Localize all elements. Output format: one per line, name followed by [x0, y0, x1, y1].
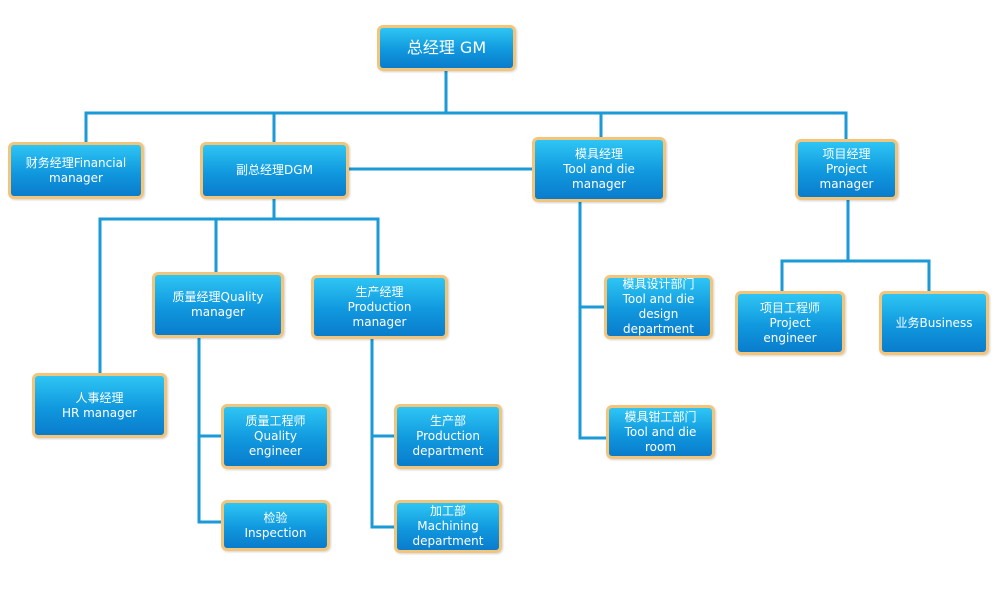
node-business: 业务Business	[879, 291, 989, 355]
node-label-line: engineer	[763, 330, 817, 345]
node-label-line: 人事经理	[75, 390, 124, 405]
node-label-line: 生产部	[429, 414, 466, 428]
node-label-line: design	[638, 307, 679, 321]
node-label-line: manager	[352, 314, 407, 329]
node-label-line: 质量经理Quality	[172, 290, 264, 304]
node-label-line: manager	[191, 305, 245, 319]
node-label-line: Tool and die	[622, 292, 695, 306]
node-label-line: department	[412, 444, 484, 458]
node-label-line: 业务Business	[895, 315, 973, 330]
node-label-line: 副总经理DGM	[236, 163, 313, 177]
node-label-line: 财务经理Financial	[25, 155, 127, 170]
node-deputy-general-manager: 副总经理DGM	[200, 142, 349, 199]
node-label-line: Production	[347, 299, 412, 314]
node-label-line: Tool and die	[563, 162, 635, 176]
node-label-line: room	[644, 439, 677, 454]
node-label-line: 项目工程师	[759, 300, 820, 315]
node-general-manager: 总经理 GM	[377, 25, 516, 71]
node-label-line: manager	[819, 177, 874, 191]
node-label-line: department	[412, 534, 484, 548]
node-label-line: manager	[49, 170, 103, 185]
node-label-line: 总经理 GM	[406, 38, 487, 57]
node-label-line: Tool and die	[624, 424, 697, 439]
node-label-line: 生产经理	[355, 284, 404, 299]
node-label-line: manager	[572, 177, 626, 191]
node-label-line: 检验	[263, 510, 288, 525]
node-label-line: Quality	[254, 429, 297, 443]
node-label-line: 加工部	[429, 504, 466, 518]
node-label-line: 质量工程师	[245, 414, 306, 428]
node-label-line: 模具经理	[574, 147, 623, 161]
node-label-line: HR manager	[61, 405, 138, 420]
node-label-line: Project	[769, 315, 811, 330]
node-label-line: engineer	[248, 444, 303, 458]
node-label-line: department	[623, 322, 694, 336]
node-label-line: 项目经理	[822, 147, 871, 161]
node-label-line: Production	[416, 429, 480, 443]
node-label-line: Project	[825, 162, 868, 176]
node-label-line: Inspection	[244, 525, 307, 540]
node-label-line: 模具设计部门	[622, 277, 695, 291]
node-label-line: 模具钳工部门	[624, 409, 697, 424]
node-label-line: Machining	[417, 519, 479, 533]
